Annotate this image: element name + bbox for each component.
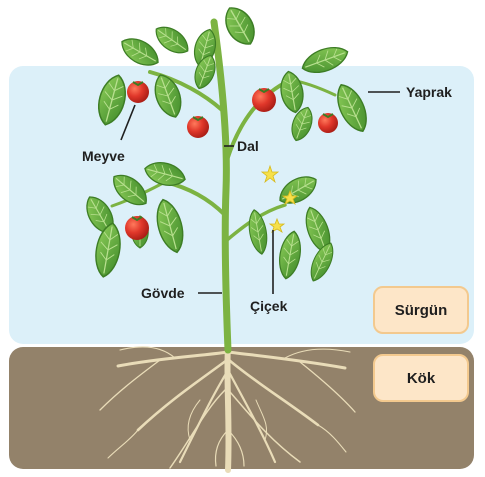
fruit-5 xyxy=(125,216,149,240)
label-yaprak: Yaprak xyxy=(406,84,452,100)
label-govde: Gövde xyxy=(141,285,185,301)
fruit-4 xyxy=(318,113,338,133)
fruit-2 xyxy=(187,116,209,138)
fruit-1 xyxy=(127,81,149,103)
label-meyve: Meyve xyxy=(82,148,125,164)
label-dal: Dal xyxy=(237,138,259,154)
fruit-3 xyxy=(252,88,276,112)
badge-root: Kök xyxy=(373,354,469,402)
badge-shoot: Sürgün xyxy=(373,286,469,334)
label-cicek: Çiçek xyxy=(250,298,287,314)
